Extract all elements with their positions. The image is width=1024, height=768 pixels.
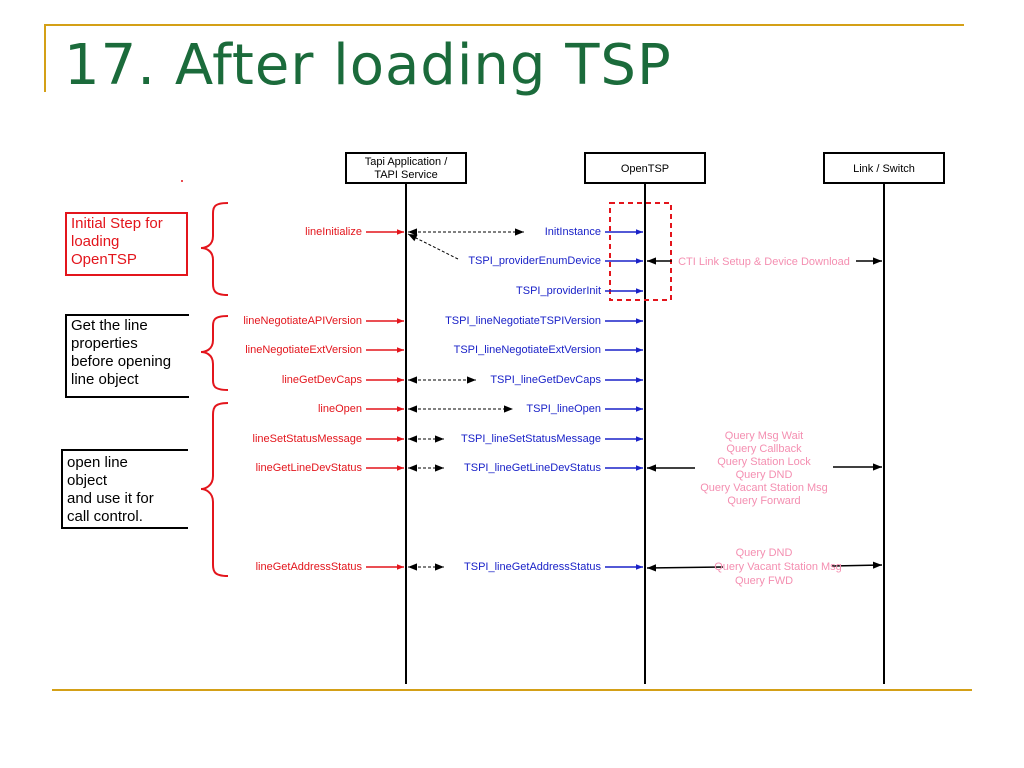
switch-query-label: Query Vacant Station Msg	[714, 561, 842, 573]
tsp-call-label: TSPI_lineGetDevCaps	[490, 374, 601, 386]
switch-link-setup: CTI Link Setup & Device Download	[647, 256, 882, 268]
tsp-call-label: TSPI_lineGetAddressStatus	[464, 561, 601, 573]
step-box-line-properties: Get the line properties before opening l…	[65, 314, 189, 398]
app-call-line-get-line-dev-status: lineGetLineDevStatus	[256, 462, 404, 474]
mapping-arrow-enum-device	[407, 233, 459, 260]
tsp-call-init-instance: InitInstance	[545, 226, 643, 238]
switch-query-label: Query Msg Wait	[725, 430, 803, 442]
tsp-call-negotiate-tspi-version: TSPI_lineNegotiateTSPIVersion	[445, 315, 643, 327]
tsp-call-label: TSPI_lineGetLineDevStatus	[464, 462, 601, 474]
switch-query-label: Query Station Lock	[717, 456, 811, 468]
tsp-call-line-open: TSPI_lineOpen	[526, 403, 643, 415]
step-text-line-properties: Get the line properties before opening l…	[71, 317, 172, 388]
app-call-label: lineGetAddressStatus	[256, 561, 363, 573]
slide-title: 17. After loading TSP	[64, 33, 672, 98]
switch-line-status-queries: Query Msg Wait Query Callback Query Stat…	[647, 430, 882, 507]
tsp-call-label: InitInstance	[545, 226, 601, 238]
switch-query-label: Query Vacant Station Msg	[700, 482, 828, 494]
tsp-call-provider-init: TSPI_providerInit	[516, 285, 643, 297]
tsp-call-label: TSPI_providerInit	[516, 285, 601, 297]
app-call-line-open: lineOpen	[318, 403, 404, 415]
brace-initial-step	[200, 202, 229, 296]
tsp-call-label: TSPI_providerEnumDevice	[468, 255, 601, 267]
tsp-call-get-dev-caps: TSPI_lineGetDevCaps	[490, 374, 643, 386]
switch-link-setup-label: CTI Link Setup & Device Download	[678, 256, 850, 268]
switch-query-label: Query FWD	[735, 575, 793, 587]
tsp-call-label: TSPI_lineOpen	[526, 403, 601, 415]
participant-switch: Link / Switch	[823, 152, 945, 184]
step-text-open-line: open line object and use it for call con…	[67, 454, 154, 525]
app-call-label: lineSetStatusMessage	[253, 433, 362, 445]
app-call-label: lineGetLineDevStatus	[256, 462, 363, 474]
stray-dot	[181, 180, 183, 182]
tsp-call-negotiate-ext-version: TSPI_lineNegotiateExtVersion	[454, 344, 643, 356]
app-call-label: lineGetDevCaps	[282, 374, 363, 386]
app-call-line-get-dev-caps: lineGetDevCaps	[282, 374, 404, 386]
step-box-initial: Initial Step for loading OpenTSP	[65, 212, 188, 276]
participant-app: Tapi Application / TAPI Service	[345, 152, 467, 184]
participant-tsp-label: OpenTSP	[621, 163, 669, 175]
app-call-line-get-address-status: lineGetAddressStatus	[256, 561, 404, 573]
initial-tsp-highlight	[609, 202, 672, 301]
participant-app-label-2: TAPI Service	[374, 169, 437, 181]
tsp-call-label: TSPI_lineSetStatusMessage	[461, 433, 601, 445]
tsp-call-get-address-status: TSPI_lineGetAddressStatus	[464, 561, 643, 573]
app-call-label: lineNegotiateAPIVersion	[243, 315, 362, 327]
app-call-line-negotiate-ext-version: lineNegotiateExtVersion	[245, 344, 404, 356]
tsp-call-label: TSPI_lineNegotiateTSPIVersion	[445, 315, 601, 327]
switch-address-status-queries: Query DND Query Vacant Station Msg Query…	[646, 547, 883, 587]
switch-query-label: Query DND	[736, 547, 793, 559]
brace-line-properties	[200, 315, 229, 391]
app-call-line-set-status-message: lineSetStatusMessage	[253, 433, 404, 445]
participant-app-label-1: Tapi Application /	[365, 156, 448, 168]
tsp-call-provider-enum-device: TSPI_providerEnumDevice	[468, 255, 643, 267]
tsp-call-get-line-dev-status: TSPI_lineGetLineDevStatus	[464, 462, 643, 474]
tsp-call-set-status-message: TSPI_lineSetStatusMessage	[461, 433, 643, 445]
switch-query-label: Query Callback	[726, 443, 802, 455]
switch-query-label: Query Forward	[727, 495, 800, 507]
step-box-open-line: open line object and use it for call con…	[61, 449, 188, 529]
app-call-label: lineOpen	[318, 403, 362, 415]
tsp-call-label: TSPI_lineNegotiateExtVersion	[454, 344, 601, 356]
app-call-label: lineNegotiateExtVersion	[245, 344, 362, 356]
participant-switch-label: Link / Switch	[853, 163, 915, 175]
switch-query-label: Query DND	[736, 469, 793, 481]
brace-open-line	[200, 402, 229, 577]
app-call-line-initialize: lineInitialize	[305, 226, 404, 238]
participant-tsp: OpenTSP	[584, 152, 706, 184]
app-call-label: lineInitialize	[305, 226, 362, 238]
step-text-initial: Initial Step for loading OpenTSP	[71, 215, 163, 268]
app-call-line-negotiate-api-version: lineNegotiateAPIVersion	[243, 315, 404, 327]
